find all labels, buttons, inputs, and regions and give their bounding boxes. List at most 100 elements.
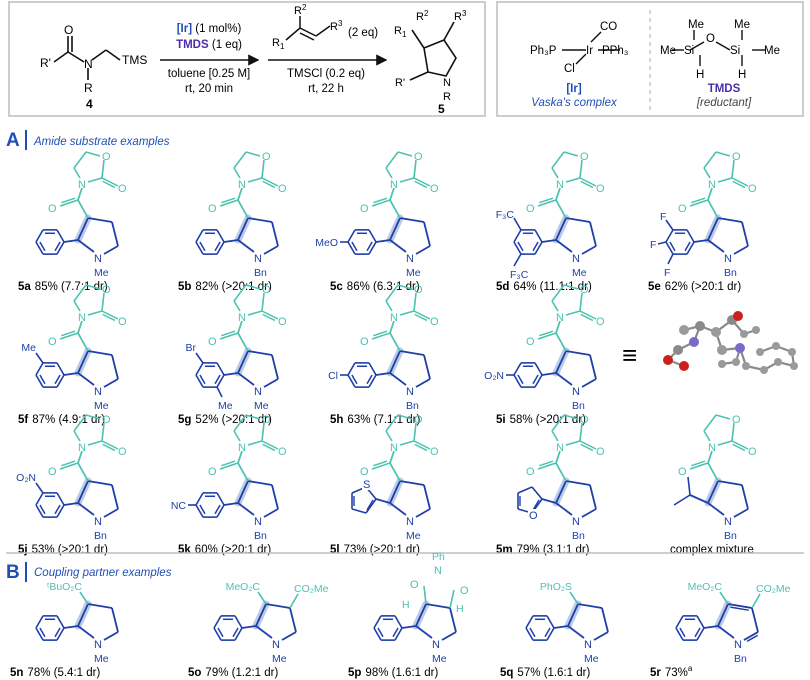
bond (555, 372, 573, 386)
carbonyl-bond (414, 313, 428, 322)
ring-bond (531, 486, 543, 500)
compound-yield: 62% (>20:1 dr) (665, 281, 742, 293)
bond (257, 591, 267, 605)
carbonyl-bond (261, 440, 279, 450)
reactant-tms: TMS (122, 53, 147, 67)
bond (399, 217, 425, 223)
carbonyl-bond (580, 180, 594, 189)
amide-bond (707, 199, 719, 219)
bond (673, 494, 691, 506)
alkene-partner (285, 16, 331, 41)
n-substituent: Me (432, 653, 447, 665)
bond (237, 320, 243, 334)
ring-bond (213, 627, 222, 641)
carbonyl-bond (732, 443, 746, 452)
bond (449, 589, 455, 609)
oxazolidinone-nitrogen: N (708, 442, 716, 454)
bond (707, 217, 719, 241)
ring-double-bond (684, 241, 691, 252)
carbonyl-bond (732, 180, 746, 189)
bond (247, 177, 263, 183)
bond (565, 480, 591, 486)
bond (703, 167, 711, 179)
aryl-substituent: Me (21, 342, 36, 354)
carbonyl-oxygen: O (208, 203, 217, 215)
compound-id: 5o (188, 667, 201, 679)
ring-nitrogen: N (432, 639, 440, 651)
ring-bond (665, 241, 674, 255)
imide-nitrogen: N (434, 565, 442, 577)
double-bond (727, 603, 753, 609)
ring-double-bond (214, 374, 221, 385)
carbonyl-bond (221, 330, 236, 337)
bond (385, 284, 399, 302)
tmds-si-right: Si (730, 45, 740, 57)
reactant-r: R (84, 81, 93, 95)
bond (255, 603, 267, 627)
ring-bond (347, 229, 356, 243)
bond (707, 187, 713, 201)
compound-yield: 82% (>20:1 dr) (195, 281, 272, 293)
bond (413, 159, 417, 179)
carbonyl-oxygen: O (48, 466, 57, 478)
bond (195, 352, 204, 364)
ring-bond (35, 241, 44, 255)
bond (233, 151, 247, 169)
bond (399, 177, 415, 183)
step1-solvent: toluene [0.25 M] (168, 68, 250, 80)
bond (707, 450, 713, 464)
bond (551, 167, 559, 179)
compound-id: 5l (330, 544, 340, 556)
aryl-substituent-3: F (664, 267, 670, 279)
section-a-title: Amide substrate examples (33, 136, 170, 148)
ring-bond (56, 241, 65, 255)
bond (555, 320, 561, 334)
compound-yield: 58% (>20:1 dr) (510, 414, 587, 426)
ring-substituent-left: PhO₂S (540, 581, 572, 593)
ring-bond (347, 374, 356, 388)
product-n: N (443, 77, 451, 89)
bond (247, 310, 263, 316)
carbonyl-bond (261, 177, 279, 187)
carbonyl-oxygen: O (596, 316, 605, 328)
bond (593, 631, 609, 641)
bond (707, 480, 719, 504)
bond (425, 603, 451, 609)
ring-bond (525, 627, 534, 641)
ring-bond (696, 627, 705, 641)
bond (87, 603, 113, 609)
ring-nitrogen: N (254, 516, 262, 528)
bond (715, 414, 731, 420)
bond (261, 422, 265, 442)
amide-bond (237, 462, 249, 482)
ring-nitrogen: N (254, 386, 262, 398)
bond (263, 508, 279, 518)
bond (35, 482, 44, 494)
carbonyl-oxygen: O (208, 336, 217, 348)
bond (77, 502, 95, 516)
bond (389, 217, 401, 241)
bond (237, 217, 249, 241)
amide-bond (389, 332, 401, 352)
carbonyl-bond (219, 332, 239, 340)
bond (567, 603, 579, 627)
ring-bond (234, 627, 243, 641)
bond (245, 284, 261, 290)
bond (389, 372, 407, 386)
ring-nitrogen: N (94, 253, 102, 265)
bond (397, 414, 413, 420)
bond (577, 603, 603, 609)
bond (717, 625, 735, 639)
bond (35, 352, 44, 364)
bond (563, 284, 579, 290)
aryl-substituent-2: Me (218, 400, 233, 412)
carbonyl-oxygen: O (596, 183, 605, 195)
product-r: R (443, 91, 451, 103)
bond (423, 585, 427, 605)
